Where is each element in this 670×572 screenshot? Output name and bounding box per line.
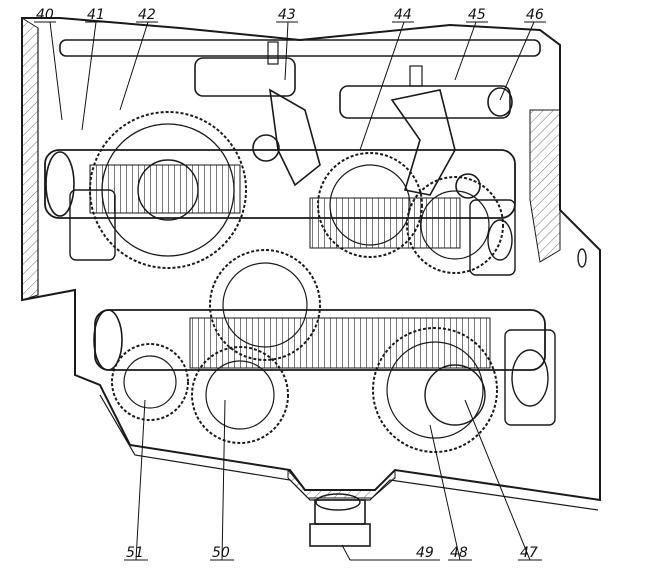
housing: [21, 17, 601, 511]
lower-splined-shaft: [93, 309, 546, 371]
callout-44: 44: [394, 7, 412, 23]
callout-50: 50: [212, 545, 230, 561]
gear-47: [424, 364, 486, 426]
callout-49: 49: [416, 545, 434, 561]
callout-46: 46: [526, 7, 544, 23]
callout-47: 47: [520, 545, 538, 561]
selector-rod: [59, 39, 541, 119]
gear-48: [372, 327, 498, 453]
gear-51: [111, 343, 189, 421]
bearing-upper-left: [69, 189, 116, 261]
callout-48: 48: [450, 545, 468, 561]
gear-upper-middle-lower: [209, 249, 321, 361]
callout-45: 45: [468, 7, 486, 23]
bearing-upper-right: [469, 199, 516, 276]
drain-plug-49: [309, 493, 371, 547]
gear-50: [191, 346, 289, 444]
callout-43: 43: [278, 7, 296, 23]
gear-upper-right: [406, 176, 504, 274]
bearing-lower-right: [504, 329, 556, 426]
callout-labels: 40 41 42 43 44 45 46 51 50 49 48 47: [36, 7, 544, 561]
callout-leaders-top: [34, 21, 546, 151]
callout-51: 51: [126, 545, 144, 561]
callout-41: 41: [87, 7, 105, 23]
shift-fork-45: [390, 89, 481, 199]
callout-leaders-bottom: [124, 399, 542, 561]
shift-fork-43: [252, 88, 321, 187]
callout-40: 40: [36, 7, 54, 23]
callout-42: 42: [138, 7, 156, 23]
gear-44: [317, 152, 423, 258]
